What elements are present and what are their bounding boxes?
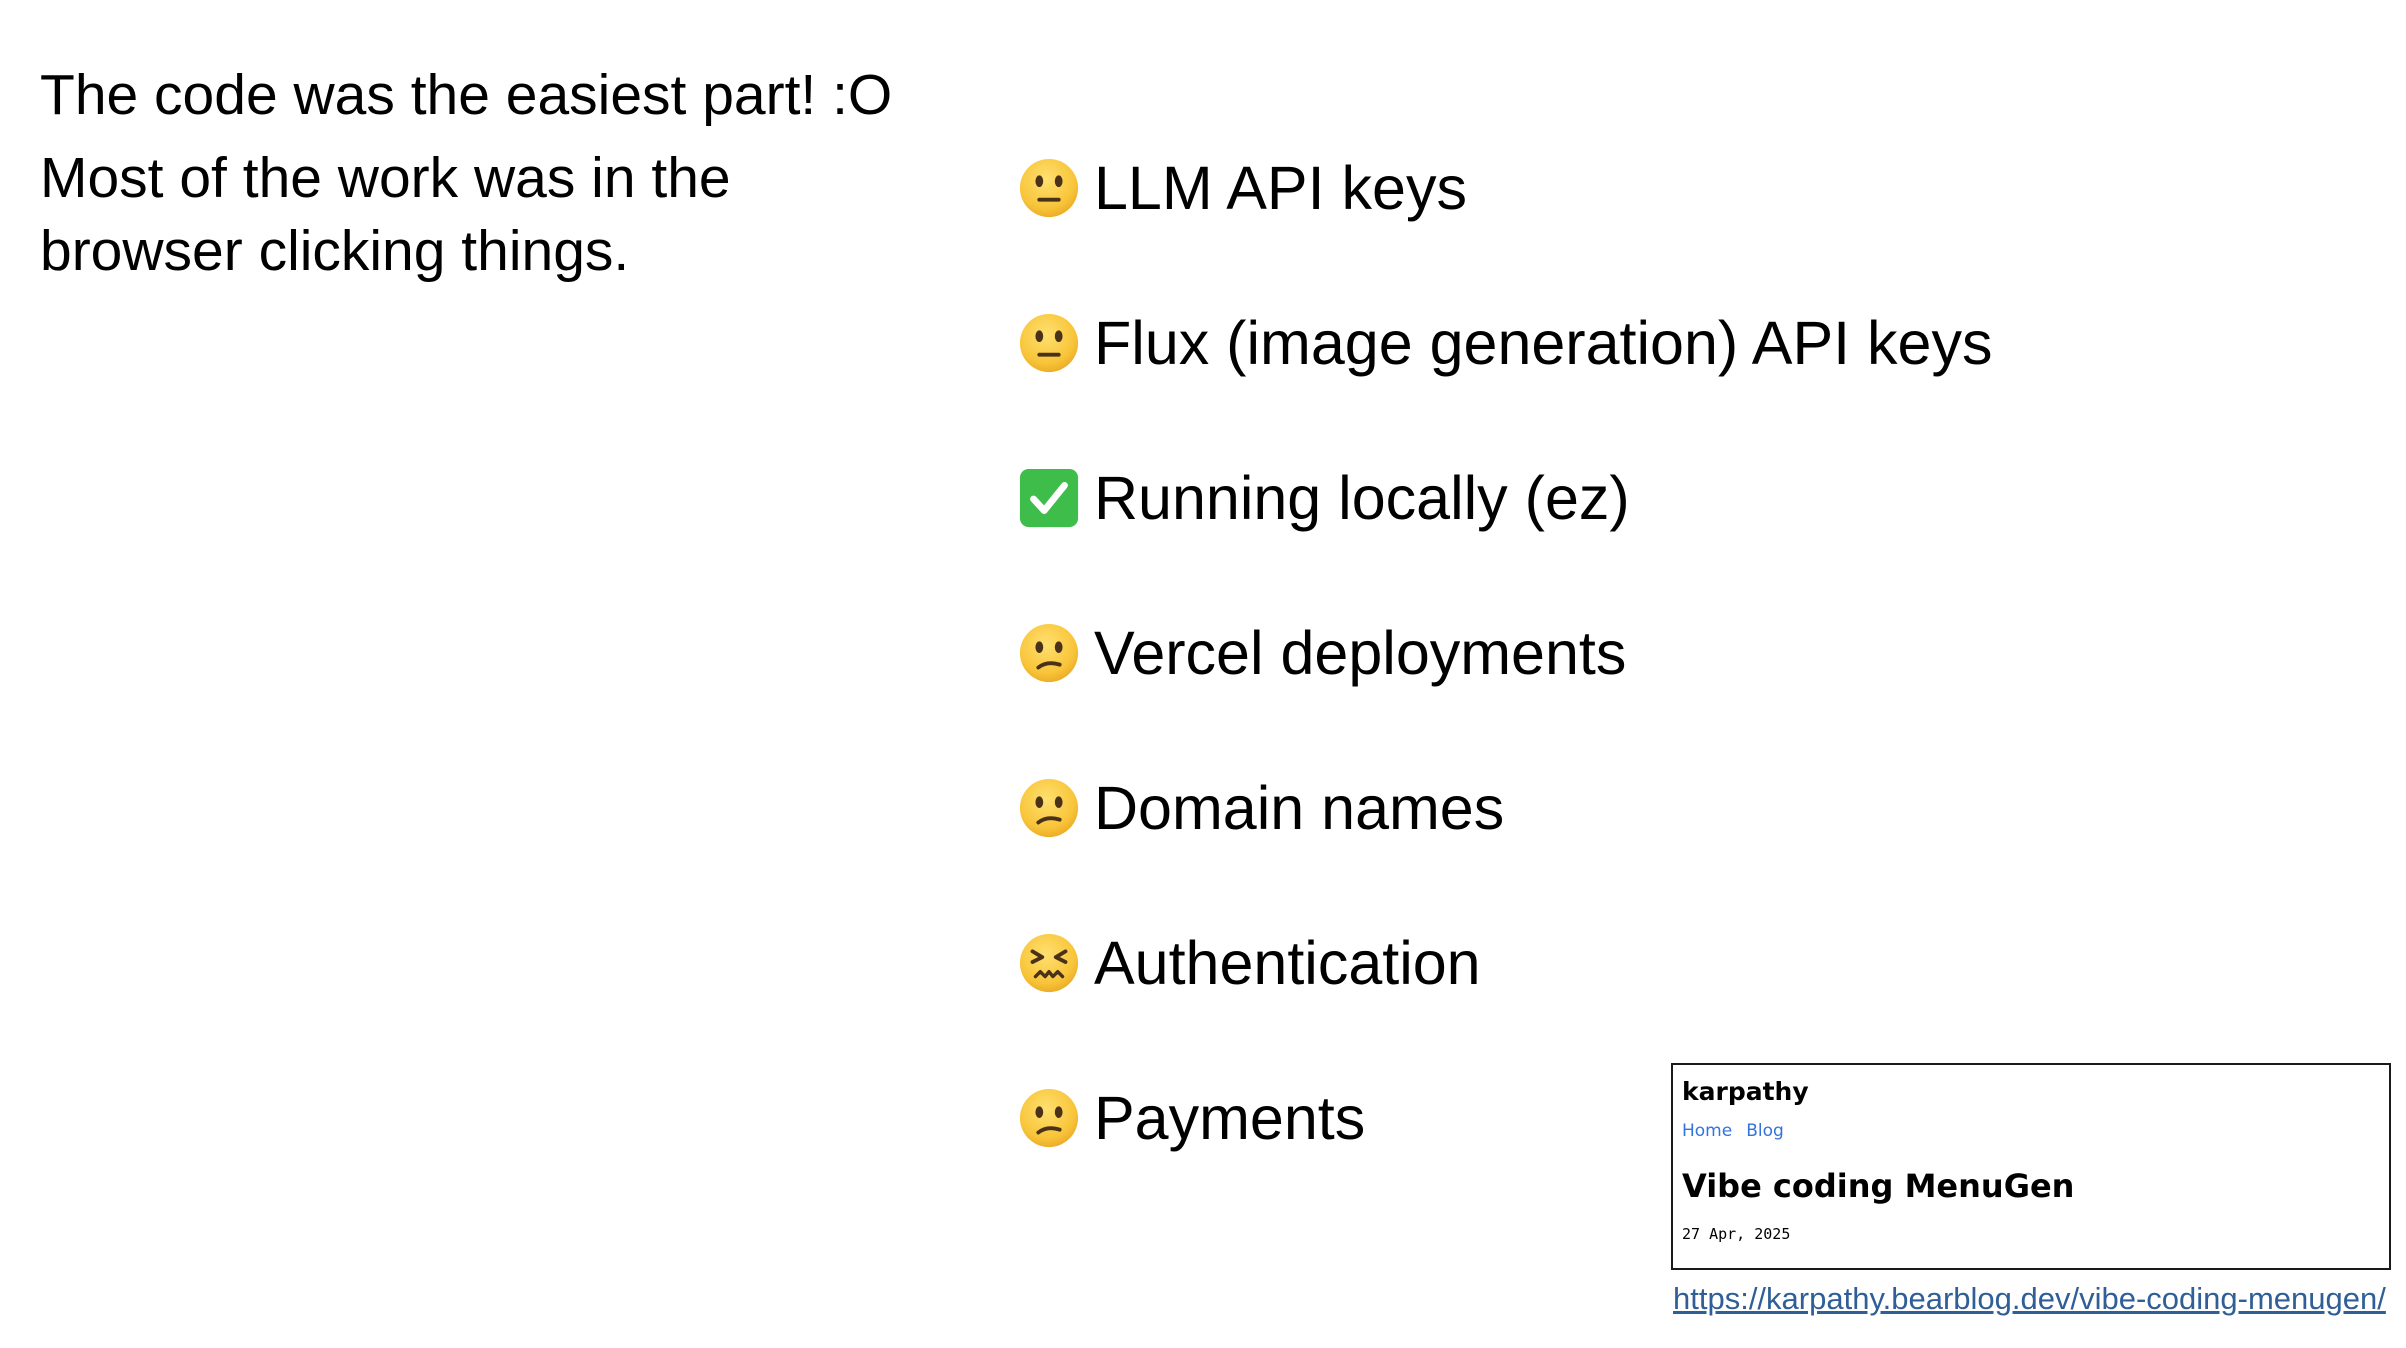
checklist-item-label: Domain names xyxy=(1094,773,1505,842)
confounded-face-emoji-icon xyxy=(1018,932,1080,994)
check-mark-button-emoji-icon xyxy=(1018,467,1080,529)
blog-nav-blog-link[interactable]: Blog xyxy=(1746,1121,1784,1141)
slide-intro: The code was the easiest part! :O Most o… xyxy=(40,58,980,288)
confused-face-emoji-icon xyxy=(1018,777,1080,839)
blog-nav: Home Blog xyxy=(1682,1121,2389,1141)
slide-subline: Most of the work was in the browser clic… xyxy=(40,146,731,283)
checklist-item-running-locally: Running locally (ez) xyxy=(1018,420,1992,575)
checklist-item-llm-api-keys: LLM API keys xyxy=(1018,110,1992,265)
checklist-item-label: Vercel deployments xyxy=(1094,618,1627,687)
checklist-item-vercel-deployments: Vercel deployments xyxy=(1018,575,1992,730)
checklist-item-label: Payments xyxy=(1094,1083,1366,1152)
neutral-face-emoji-icon xyxy=(1018,312,1080,374)
setup-checklist: LLM API keys Flux (image generation) API… xyxy=(1018,110,1992,1195)
blog-post-date: 27 Apr, 2025 xyxy=(1682,1225,1791,1243)
checklist-item-label: Flux (image generation) API keys xyxy=(1094,308,1993,377)
neutral-face-emoji-icon xyxy=(1018,157,1080,219)
checklist-item-label: Running locally (ez) xyxy=(1094,463,1630,532)
blog-post-title: Vibe coding MenuGen xyxy=(1682,1167,2075,1205)
blog-preview-card: karpathy Home Blog Vibe coding MenuGen 2… xyxy=(1671,1063,2391,1270)
blog-site-name: karpathy xyxy=(1682,1077,1809,1106)
checklist-item-label: LLM API keys xyxy=(1094,153,1467,222)
checklist-item-flux-api-keys: Flux (image generation) API keys xyxy=(1018,265,1992,420)
confused-face-emoji-icon xyxy=(1018,622,1080,684)
checklist-item-authentication: Authentication xyxy=(1018,885,1992,1040)
confused-face-emoji-icon xyxy=(1018,1087,1080,1149)
checklist-item-payments: Payments xyxy=(1018,1040,1992,1195)
blog-url-link[interactable]: https://karpathy.bearblog.dev/vibe-codin… xyxy=(1673,1281,2386,1316)
checklist-item-domain-names: Domain names xyxy=(1018,730,1992,885)
blog-nav-home-link[interactable]: Home xyxy=(1682,1121,1733,1141)
slide-headline: The code was the easiest part! :O xyxy=(40,63,893,127)
checklist-item-label: Authentication xyxy=(1094,928,1481,997)
